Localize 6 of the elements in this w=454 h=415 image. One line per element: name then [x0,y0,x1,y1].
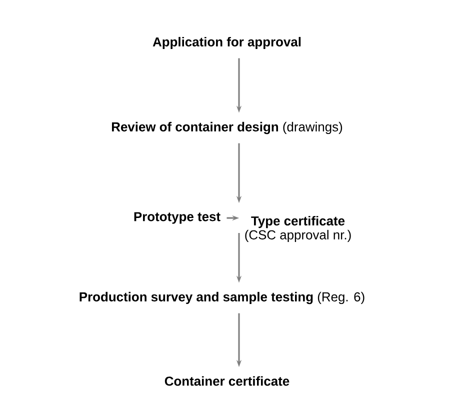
step-label: Application for approval [152,36,301,50]
step-label: Production survey and sample testing (Reg. 6) [80,292,364,304]
step-label: Prototype test [134,212,220,224]
step-label: Review of container design (drawings) [112,122,342,134]
step-label: Container certificate [164,376,290,386]
step-label: Type certificate (CSC approval nr.) [245,216,351,242]
